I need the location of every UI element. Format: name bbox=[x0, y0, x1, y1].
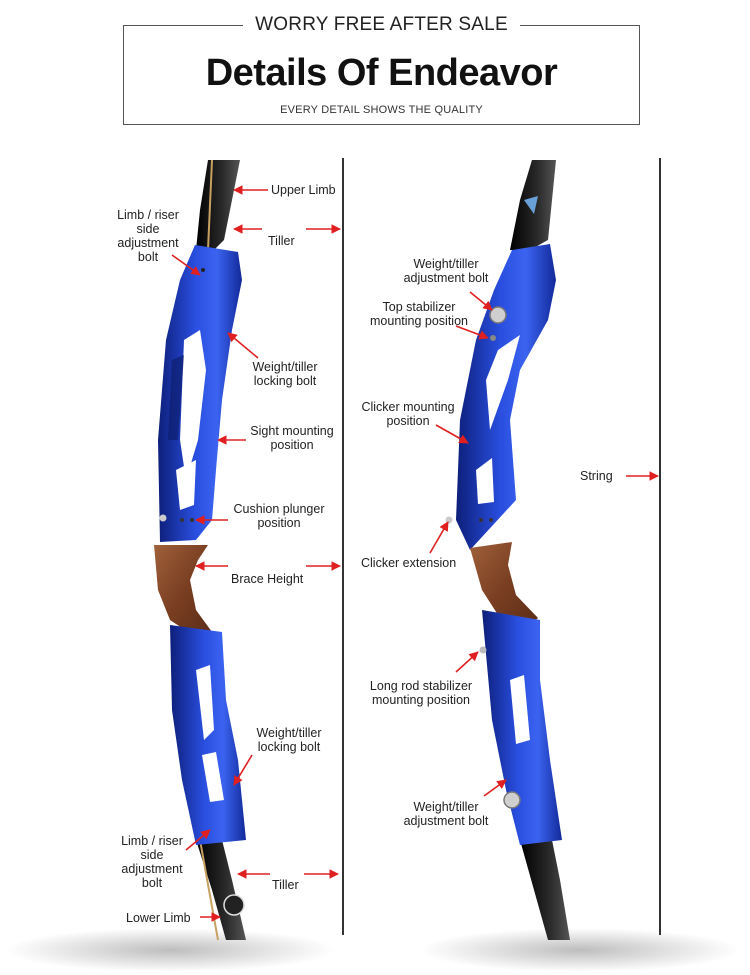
label-weight-adjust-top: Weight/tiller adjustment bolt bbox=[403, 257, 489, 285]
page-title: Details Of Endeavor bbox=[205, 52, 558, 94]
grip-right bbox=[470, 542, 538, 630]
label-clicker-mounting: Clicker mounting position bbox=[361, 400, 455, 428]
bottom-adjust-bolt bbox=[503, 791, 521, 809]
shadow-right bbox=[420, 928, 740, 972]
label-clicker-extension: Clicker extension bbox=[361, 556, 457, 570]
header-box: WORRY FREE AFTER SALE Details Of Endeavo… bbox=[123, 14, 640, 125]
riser-upper-right bbox=[456, 244, 556, 550]
label-tiller-bottom: Tiller bbox=[272, 878, 299, 892]
label-brace-height: Brace Height bbox=[231, 572, 304, 586]
upper-limb-left bbox=[196, 160, 240, 250]
shadow-left bbox=[5, 928, 335, 972]
label-sight-mounting: Sight mounting position bbox=[250, 424, 334, 452]
label-limb-riser-top: Limb / riser side adjustment bolt bbox=[117, 208, 179, 264]
label-weight-locking-bottom: Weight/tiller locking bolt bbox=[256, 726, 322, 754]
label-top-stabilizer: Top stabilizer mounting position bbox=[370, 300, 468, 328]
left-bow bbox=[154, 158, 344, 941]
label-lower-limb: Lower Limb bbox=[126, 911, 191, 925]
lower-limb-right bbox=[520, 840, 570, 940]
callout-arrows-right bbox=[429, 291, 659, 797]
label-limb-riser-bottom: Limb / riser side adjustment bolt bbox=[121, 834, 183, 890]
header-tagline: WORRY FREE AFTER SALE bbox=[243, 14, 520, 35]
label-long-rod: Long rod stabilizer mounting position bbox=[369, 679, 473, 707]
grip-left bbox=[154, 545, 212, 636]
right-bow bbox=[445, 158, 661, 940]
page-subtitle: EVERY DETAIL SHOWS THE QUALITY bbox=[280, 104, 483, 116]
logo-medallion bbox=[223, 894, 245, 916]
bow-illustration bbox=[5, 158, 740, 972]
label-weight-locking-top: Weight/tiller locking bolt bbox=[252, 360, 318, 388]
label-string: String bbox=[580, 469, 613, 483]
label-cushion-plunger: Cushion plunger position bbox=[233, 502, 325, 530]
label-upper-limb: Upper Limb bbox=[271, 183, 336, 197]
callout-arrows-left bbox=[171, 185, 341, 922]
label-tiller-top: Tiller bbox=[268, 234, 295, 248]
label-weight-adjust-bottom: Weight/tiller adjustment bolt bbox=[403, 800, 489, 828]
top-adjust-bolt bbox=[489, 306, 507, 324]
product-diagram: Upper Limb Limb / riser side adjustment … bbox=[0, 140, 750, 975]
